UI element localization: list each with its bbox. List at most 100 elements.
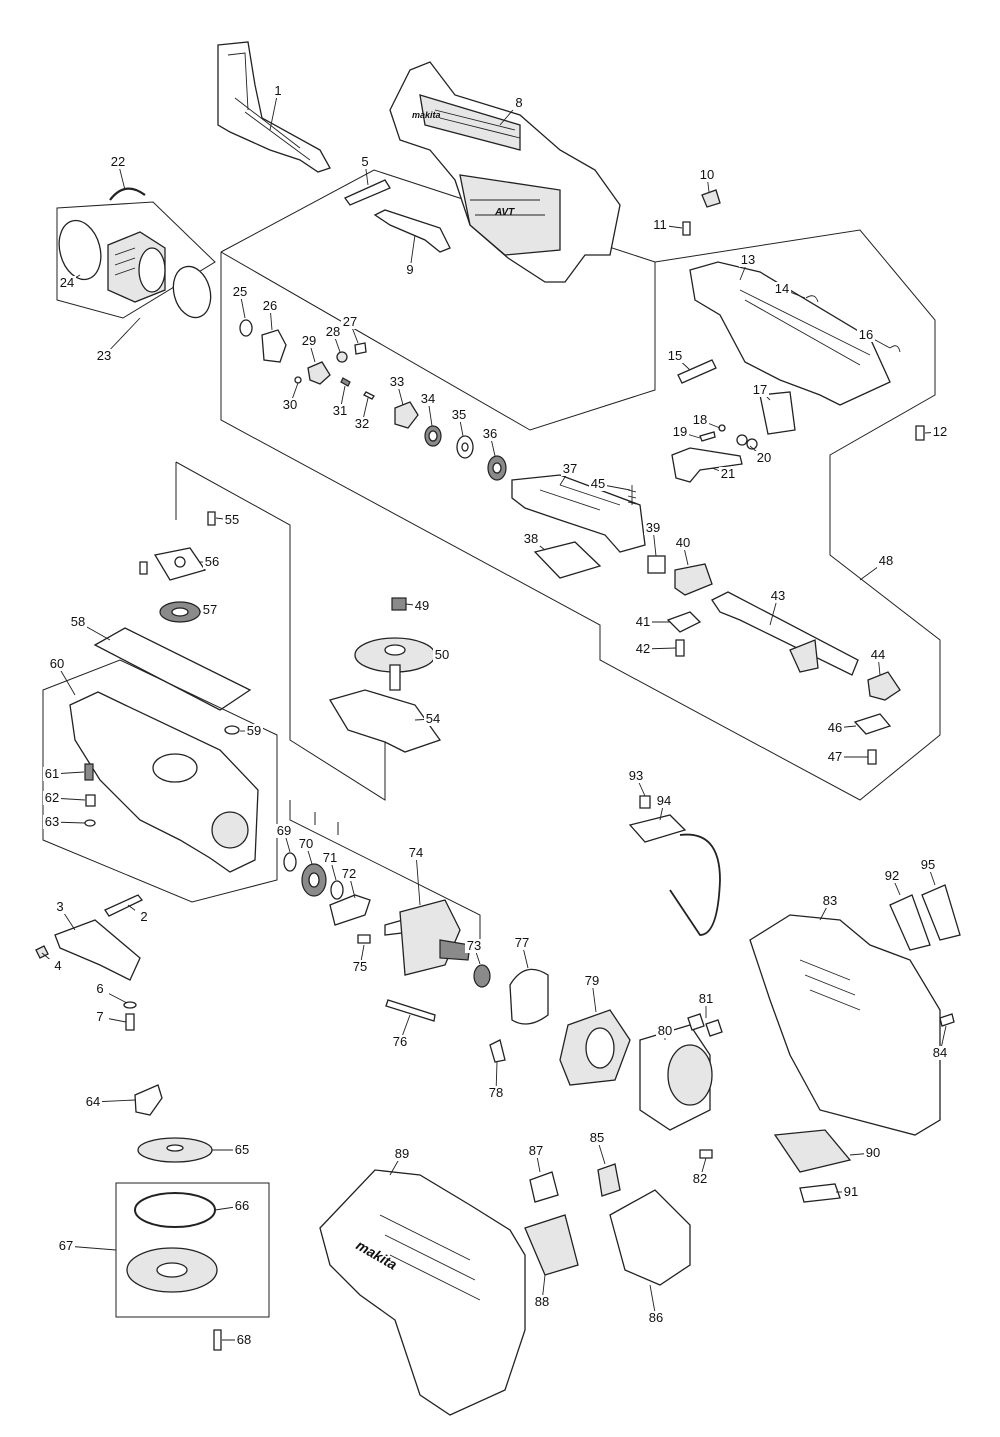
callout-bg-77: [513, 936, 531, 950]
callout-bg-59: [245, 724, 263, 738]
callout-54: 54: [426, 711, 440, 726]
part-56b-screw: [139, 561, 148, 575]
part-62-bolt: [85, 794, 96, 807]
part-93-screw: [639, 795, 651, 809]
part-15-pin: [677, 359, 717, 384]
callout-bg-28: [324, 325, 342, 339]
callout-94: 94: [657, 793, 671, 808]
part-9-strap: [373, 209, 451, 253]
callout-24: 24: [60, 275, 74, 290]
callout-bg-54: [424, 712, 442, 726]
part-86-trigger: [609, 1189, 691, 1286]
part-30-pin: [294, 376, 302, 384]
callout-bg-79: [583, 974, 601, 988]
callout-bg-7: [91, 1010, 109, 1024]
callout-92: 92: [885, 868, 899, 883]
part-42-screw: [675, 639, 685, 657]
callout-bg-84: [931, 1046, 949, 1060]
callout-bg-1: [269, 84, 287, 98]
callout-bg-8: [510, 96, 528, 110]
callout-9: 9: [406, 262, 413, 277]
part-68-screw: [213, 1329, 222, 1351]
callout-95: 95: [921, 857, 935, 872]
callout-67: 67: [59, 1238, 73, 1253]
callout-22: 22: [111, 154, 125, 169]
callout-bg-22: [109, 155, 127, 169]
callout-13: 13: [741, 252, 755, 267]
callout-26: 26: [263, 298, 277, 313]
callout-28: 28: [326, 324, 340, 339]
callout-bg-19: [671, 425, 689, 439]
callout-bg-68: [235, 1333, 253, 1347]
callout-bg-18: [691, 413, 709, 427]
part-12-screw: [915, 425, 925, 441]
callout-bg-75: [351, 960, 369, 974]
callout-91: 91: [844, 1184, 858, 1199]
callout-bg-17: [751, 383, 769, 397]
frame-48: [220, 229, 941, 801]
part-24-ring: [58, 219, 102, 281]
callout-75: 75: [353, 959, 367, 974]
callout-90: 90: [866, 1145, 880, 1160]
callout-bg-13: [739, 253, 757, 267]
callout-49: 49: [415, 598, 429, 613]
callout-44: 44: [871, 647, 885, 662]
callout-50: 50: [435, 647, 449, 662]
callout-bg-4: [49, 959, 67, 973]
callout-bg-86: [647, 1311, 665, 1325]
callout-3: 3: [56, 899, 63, 914]
part-38-plate: [533, 541, 602, 579]
callout-35: 35: [452, 407, 466, 422]
callout-bg-78: [487, 1086, 505, 1100]
callout-bg-43: [769, 589, 787, 603]
callout-72: 72: [342, 866, 356, 881]
callout-7: 7: [96, 1009, 103, 1024]
callout-36: 36: [483, 426, 497, 441]
callout-bg-62: [43, 791, 61, 805]
callout-bg-94: [655, 794, 673, 808]
part-57-bearing: [159, 601, 201, 623]
callout-41: 41: [636, 614, 650, 629]
callout-79: 79: [585, 973, 599, 988]
callout-25: 25: [233, 284, 247, 299]
part-73-bearing: [473, 964, 491, 988]
part-77-ring: [509, 968, 549, 1025]
callout-bg-66: [233, 1199, 251, 1213]
callout-bg-76: [391, 1035, 409, 1049]
part-84-screw: [939, 1013, 955, 1027]
callout-bg-2: [135, 910, 153, 924]
callout-bg-44: [869, 648, 887, 662]
part-70-bearing: [301, 863, 327, 897]
callout-78: 78: [489, 1085, 503, 1100]
callout-bg-74: [407, 846, 425, 860]
callout-bg-82: [691, 1172, 709, 1186]
part-60-gear-housing: [69, 691, 259, 873]
part-41-plate: [666, 611, 702, 633]
part-54-bracket: [329, 689, 442, 753]
callout-32: 32: [355, 416, 369, 431]
part-44-bushing: [867, 671, 901, 701]
callout-bg-35: [450, 408, 468, 422]
part-46-plate: [853, 713, 892, 735]
callout-bg-9: [401, 263, 419, 277]
part-79-stator: [559, 1009, 631, 1086]
callout-5: 5: [361, 154, 368, 169]
callout-33: 33: [390, 374, 404, 389]
callout-bg-80: [656, 1024, 674, 1038]
callout-bg-63: [43, 815, 61, 829]
callout-bg-56: [203, 555, 221, 569]
part-69-ring: [283, 852, 297, 872]
callout-4: 4: [54, 958, 61, 973]
callout-89: 89: [395, 1146, 409, 1161]
callout-6: 6: [96, 981, 103, 996]
callout-64: 64: [86, 1094, 100, 1109]
callout-63: 63: [45, 814, 59, 829]
part-8-housing-cover: AVT makita: [389, 61, 621, 283]
part-82-screw: [699, 1149, 713, 1159]
callout-21: 21: [721, 466, 735, 481]
callout-bg-29: [300, 334, 318, 348]
callout-58: 58: [71, 614, 85, 629]
callout-16: 16: [859, 327, 873, 342]
callout-bg-88: [533, 1295, 551, 1309]
callout-84: 84: [933, 1045, 947, 1060]
